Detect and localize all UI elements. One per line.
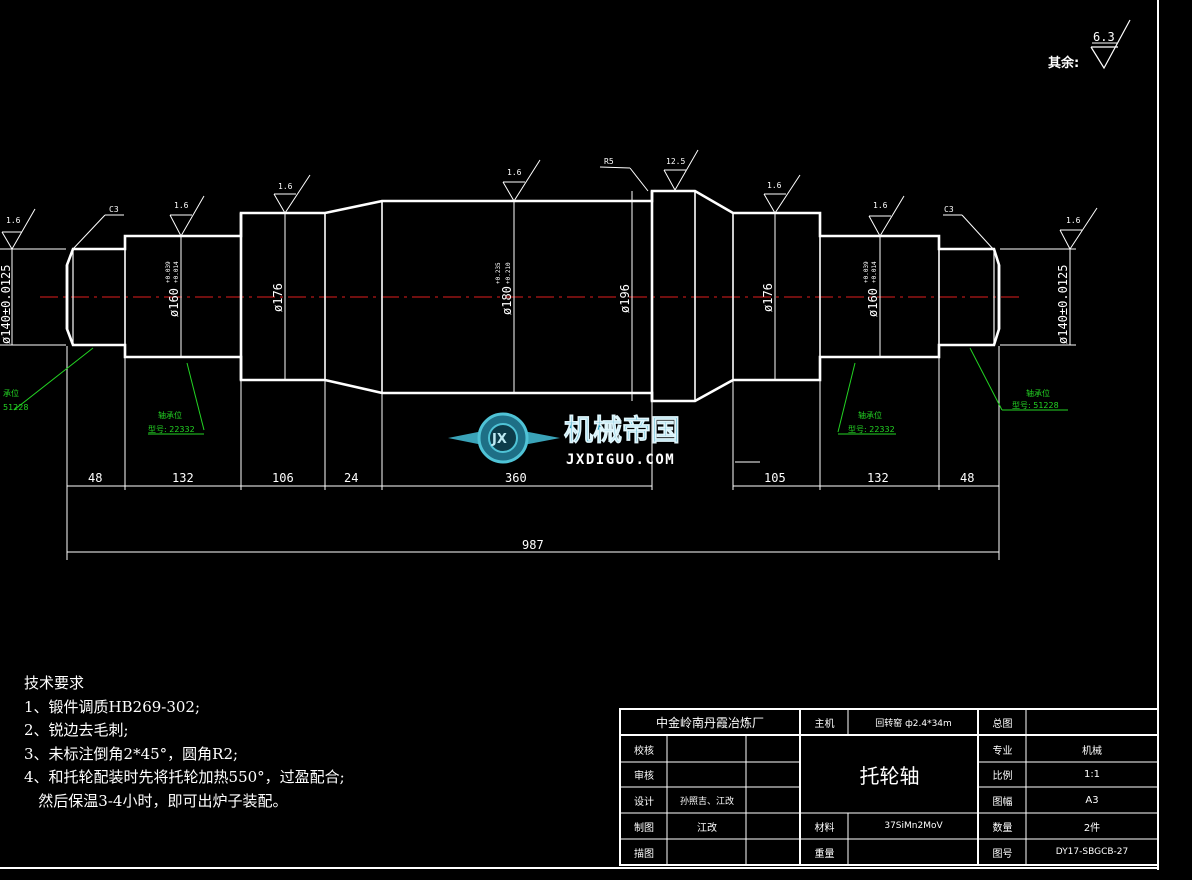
roughness-mark-value: 1.6 (767, 181, 782, 190)
notes-title: 技术要求 (24, 674, 85, 692)
roughness-mark-value: 1.6 (6, 216, 21, 225)
draw-label: 制图 (634, 822, 654, 834)
logo-url: JXDIGUO.COM (566, 452, 675, 468)
company-name: 中金岭南丹霞冶炼厂 (655, 716, 764, 730)
notes-item: 4、和托轮配装时先将托轮加热550°，过盈配合; (24, 768, 345, 786)
radius-label: R5 (604, 157, 614, 166)
host-value: 回转窑 ф2.4*34m (875, 719, 952, 729)
callout-right-brg-2: 型号: 22332 (848, 425, 895, 434)
qty-value: 2件 (1083, 822, 1101, 834)
length-dims (67, 461, 999, 553)
dwg-value: DY17-SBGCB-27 (1055, 847, 1129, 857)
assembly-label: 总图 (992, 719, 1013, 730)
callout-right-end-2: 型号: 51228 (1012, 401, 1059, 410)
roughness-general: 其余: 6.3 (1048, 19, 1131, 71)
material-value: 37SiMn2MoV (884, 821, 943, 831)
host-label: 主机 (814, 719, 835, 730)
length-132-right: 132 (867, 471, 889, 485)
dia-brg-left-tol-low: +0.014 (173, 261, 180, 283)
roughness-mark-value: 1.6 (174, 201, 189, 210)
length-105: 105 (764, 471, 786, 485)
dia-brg-right-tol-up: +0.039 (863, 261, 870, 283)
length-48-right: 48 (960, 471, 974, 485)
callout-right-brg-1: 轴承位 (858, 410, 882, 420)
length-48-left: 48 (88, 471, 102, 485)
callout-left-end-1: 承位 (3, 388, 19, 398)
title-block: 中金岭南丹霞冶炼厂 主机 回转窑 ф2.4*34m 总图 校核 审核 设计 孙照… (619, 708, 1159, 866)
scale-value: 1:1 (1083, 769, 1101, 780)
length-total: 987 (522, 538, 544, 552)
draw-value: 江改 (697, 822, 717, 834)
length-106: 106 (272, 471, 294, 485)
weight-label: 重量 (814, 848, 835, 860)
callout-left-brg-1: 轴承位 (158, 410, 182, 420)
notes-item: 2、锐边去毛刺; (24, 721, 129, 739)
roughness-mark-value: 1.6 (1066, 216, 1081, 225)
dia-brg-left-tol-up: +0.039 (165, 261, 172, 283)
callout-left-end-2: 51228 (3, 403, 28, 412)
notes-item: 3、未标注倒角2*45°，圆角R2; (24, 744, 239, 763)
roughness-mark-value: 12.5 (666, 157, 685, 166)
notes-item: 然后保温3-4小时，即可出炉子装配。 (24, 791, 288, 810)
dia-collar: ø196 (618, 284, 632, 313)
roughness-mark-value: 1.6 (873, 201, 888, 210)
dia-main-tol-up: +0.235 (495, 262, 502, 284)
material-label: 材料 (814, 822, 835, 834)
check-label: 校核 (634, 745, 654, 757)
diameter-dims (11, 191, 1071, 401)
svg-text:6.3: 6.3 (1093, 30, 1115, 44)
bearing-callout-leaders (13, 347, 1068, 435)
extension-lines (0, 248, 1076, 560)
technical-notes: 技术要求 1、锻件调质HB269-302; 2、锐边去毛刺; 3、未标注倒角2*… (24, 672, 345, 813)
dwg-label: 图号 (992, 848, 1013, 860)
chamfer-label-right: C3 (944, 205, 954, 214)
sheet-value: A3 (1085, 794, 1099, 806)
length-132-left: 132 (172, 471, 194, 485)
shaft-outline (65, 189, 1001, 403)
dia-shoulder-left: ø176 (271, 283, 285, 312)
dia-end-right: ø140±0.0125 (1056, 265, 1070, 344)
scale-label: 比例 (992, 771, 1013, 782)
length-360: 360 (505, 471, 527, 485)
part-name: 托轮轴 (859, 764, 920, 788)
dia-end-left: ø140±0.0125 (0, 265, 13, 344)
notes-item: 1、锻件调质HB269-302; (24, 697, 201, 716)
logo-badge-text: JX (491, 432, 507, 447)
callout-right-end-1: 轴承位 (1026, 388, 1050, 398)
major-label: 专业 (992, 745, 1013, 757)
chamfer-label-left: C3 (109, 205, 119, 214)
chamfer-leaders (71, 166, 995, 251)
length-24: 24 (344, 471, 358, 485)
dia-main-tol-low: +0.210 (505, 262, 512, 284)
dia-brg-right: ø160 (866, 288, 880, 317)
dia-brg-left: ø160 (167, 288, 181, 317)
roughness-mark-value: 1.6 (278, 182, 293, 191)
major-value: 机械 (1082, 745, 1102, 757)
trace-label: 描图 (634, 848, 654, 860)
dia-shoulder-right: ø176 (761, 283, 775, 312)
sheet-label: 图幅 (992, 796, 1013, 808)
callout-left-brg-2: 型号: 22332 (148, 425, 195, 434)
dia-main: ø180 (500, 286, 514, 315)
review-label: 审核 (634, 771, 654, 782)
svg-text:其余:: 其余: (1048, 55, 1079, 71)
design-value: 孙照吉、江改 (679, 796, 734, 807)
roughness-mark (1, 149, 1098, 250)
roughness-mark-value: 1.6 (507, 168, 522, 177)
logo-name: 机械帝国 (564, 413, 680, 447)
assembly-value (1027, 710, 1157, 735)
qty-label: 数量 (992, 822, 1013, 834)
watermark-logo: JX 机械帝国 JXDIGUO.COM (448, 404, 748, 470)
dia-brg-right-tol-low: +0.014 (871, 261, 878, 283)
design-label: 设计 (634, 796, 654, 808)
